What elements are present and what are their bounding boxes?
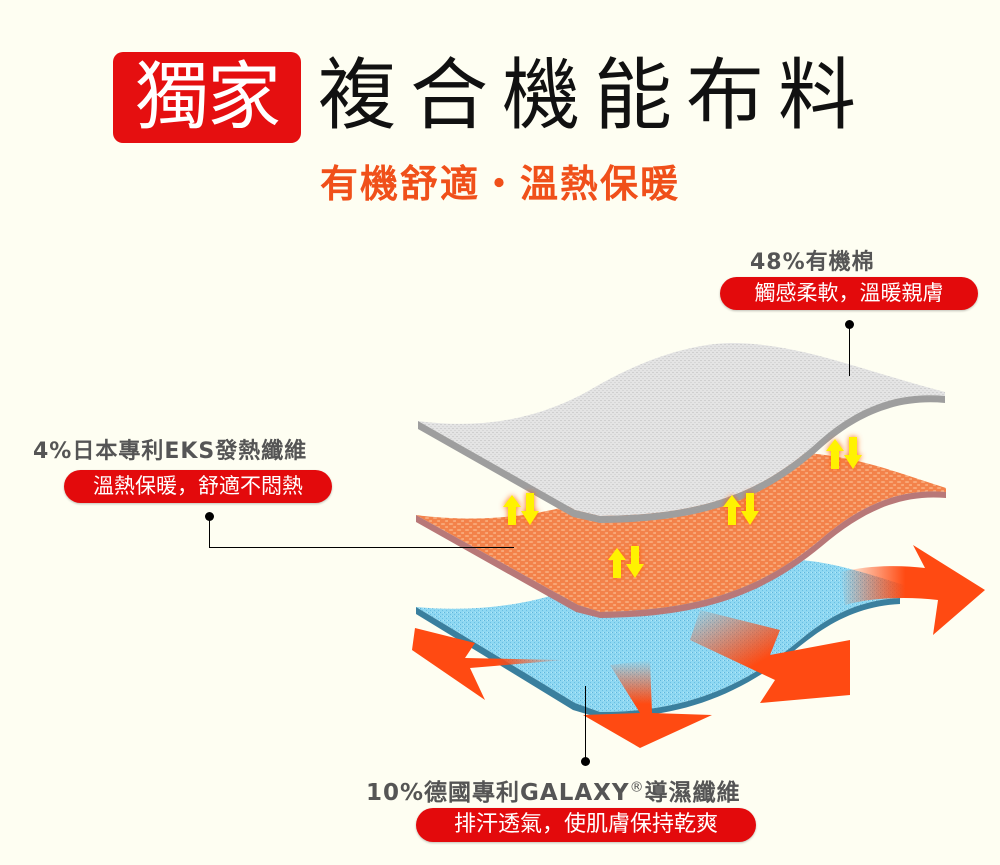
callout-line [849, 324, 850, 376]
top-layer-tagline: 觸感柔軟，溫暖親膚 [720, 277, 978, 310]
bottom-layer-title-suffix: 導濕纖維 [644, 780, 741, 806]
arrow-outward-icon [690, 610, 850, 703]
page-subtitle: 有機舒適・溫熱保暖 [319, 162, 680, 206]
bottom-layer-tagline: 排汗透氣，使肌膚保持乾爽 [416, 808, 756, 842]
page-title: 複合機能布料 [318, 51, 871, 141]
middle-layer-orange [416, 452, 946, 618]
top-layer-title: 48%有機棉 [750, 250, 875, 275]
top-layer-gray [418, 343, 945, 523]
callout-line [209, 516, 210, 547]
callout-line [585, 686, 586, 760]
arrow-outward-icon [412, 628, 565, 700]
bottom-layer-title: 10%德國專利GALAXY®導濕纖維 [366, 773, 741, 807]
exclusive-badge: 獨家 [113, 52, 301, 143]
arrow-outward-icon [583, 660, 712, 748]
registered-mark: ® [629, 779, 645, 796]
middle-layer-title: 4%日本專利EKS發熱纖維 [33, 439, 308, 464]
callout-dot [581, 757, 590, 766]
middle-layer-tagline: 溫熱保暖，舒適不悶熱 [64, 470, 332, 503]
arrow-outward-icon [840, 545, 985, 635]
bottom-layer-blue [416, 558, 920, 718]
callout-line [209, 547, 514, 548]
bottom-layer-title-prefix: 10%德國專利GALAXY [366, 780, 630, 806]
